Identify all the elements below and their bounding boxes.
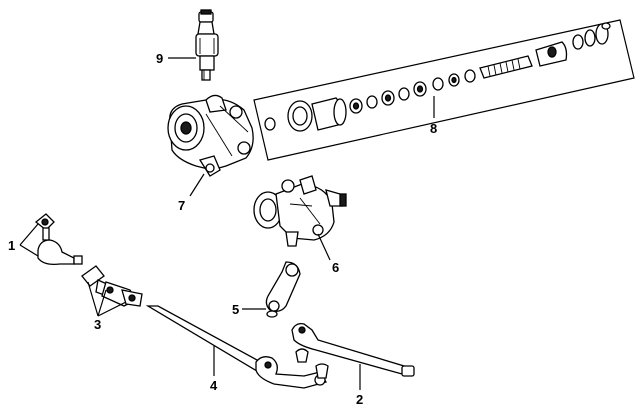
part-6-steering-gear (253, 175, 347, 247)
part-5-pitman-arm (265, 261, 301, 318)
part-3-adjusting-sleeve (81, 265, 143, 307)
leader-line-1b (19, 244, 39, 257)
part-4-center-link (145, 305, 327, 389)
leader-line-3b (97, 289, 107, 317)
part-7-gear-housing (167, 94, 254, 177)
callout-4: 4 (210, 378, 218, 393)
callout-6: 6 (332, 260, 339, 275)
callout-9: 9 (156, 51, 163, 66)
leader-line-1a (19, 223, 39, 246)
callout-3: 3 (94, 317, 101, 332)
part-9-input-shaft (195, 9, 219, 81)
callout-5: 5 (232, 302, 239, 317)
callout-2: 2 (356, 392, 363, 407)
leader-line-6 (317, 233, 331, 261)
leader-line-3c (97, 301, 127, 317)
part-2-drag-link (291, 322, 415, 379)
leader-line-3a (87, 281, 99, 317)
callout-1: 1 (8, 238, 15, 253)
callout-8: 8 (430, 121, 437, 136)
leader-line-7 (189, 173, 205, 197)
part-8-seal-kit-box (253, 19, 635, 161)
callout-7: 7 (178, 198, 185, 213)
part-1-tie-rod-end (34, 213, 83, 266)
